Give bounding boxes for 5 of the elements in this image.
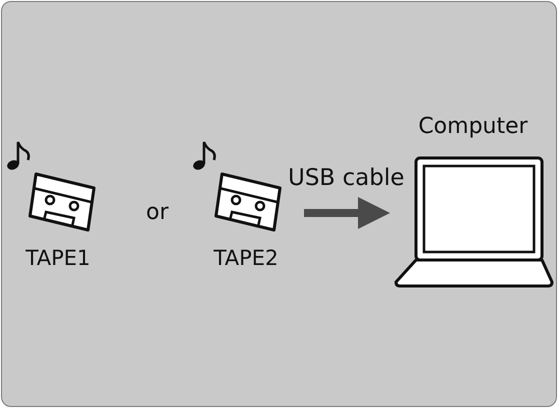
label-text: or: [146, 200, 169, 225]
node-label: TAPE1: [24, 246, 92, 270]
arrow: [304, 197, 390, 229]
node-label: TAPE2: [212, 246, 280, 270]
node-label: Computer: [417, 114, 529, 139]
